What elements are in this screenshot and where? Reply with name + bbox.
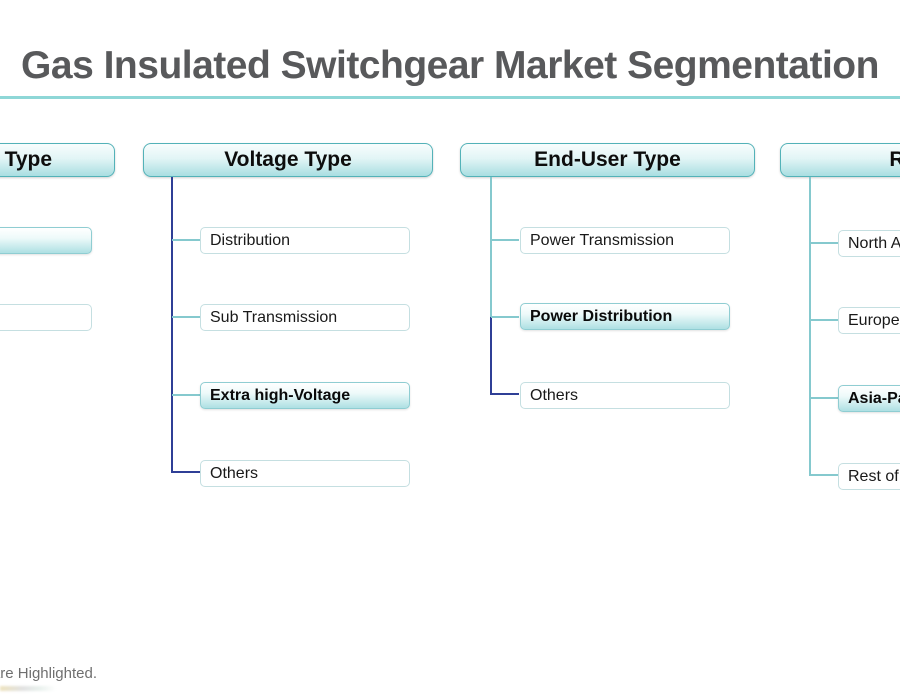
watermark-fragment [0,686,56,691]
connector-stub-extra-high-voltage [172,394,200,396]
segment-item-north-america: North America [838,230,900,257]
connector-stub-asia-pacific [810,397,838,399]
connector-stub-sub-transmission [172,316,200,318]
column-header-voltage-type: Voltage Type [143,143,433,177]
connector-stub-europe [810,319,838,321]
segment-item-power-transmission: Power Transmission [520,227,730,254]
segment-item-extra-high-voltage: Extra high-Voltage [200,382,410,409]
connector-stub-power-transmission [491,239,519,241]
segment-item-asia-pacific: Asia-Pacific [838,385,900,412]
segment-item-installation-1 [0,227,92,254]
connector-stub-voltage-others [172,471,200,473]
segment-item-enduser-others: Others [520,382,730,409]
segment-item-voltage-others: Others [200,460,410,487]
connector-vertical-enduser-upper [490,177,492,317]
connector-stub-power-distribution [491,316,519,318]
column-header-end-user-type: End-User Type [460,143,755,177]
connector-stub-enduser-others [491,393,519,395]
segment-item-installation-2 [0,304,92,331]
connector-stub-distribution [172,239,200,241]
segment-item-power-distribution: Power Distribution [520,303,730,330]
segment-item-rest-of-world: Rest of World [838,463,900,490]
connector-vertical-region [809,177,811,476]
connector-stub-rest-of-world [810,474,838,476]
segment-item-europe: Europe [838,307,900,334]
title-underline [0,96,900,99]
column-header-installation-type: Installation Type [0,143,115,177]
connector-vertical-voltage [171,177,173,473]
segment-item-sub-transmission: Sub Transmission [200,304,410,331]
connector-vertical-enduser-lower [490,317,492,395]
connector-stub-north-america [810,242,838,244]
page-title: Gas Insulated Switchgear Market Segmenta… [21,44,879,87]
segment-item-distribution: Distribution [200,227,410,254]
highlight-note: Note: Key Segments are Highlighted. [0,665,97,682]
column-header-region: Region [780,143,900,177]
